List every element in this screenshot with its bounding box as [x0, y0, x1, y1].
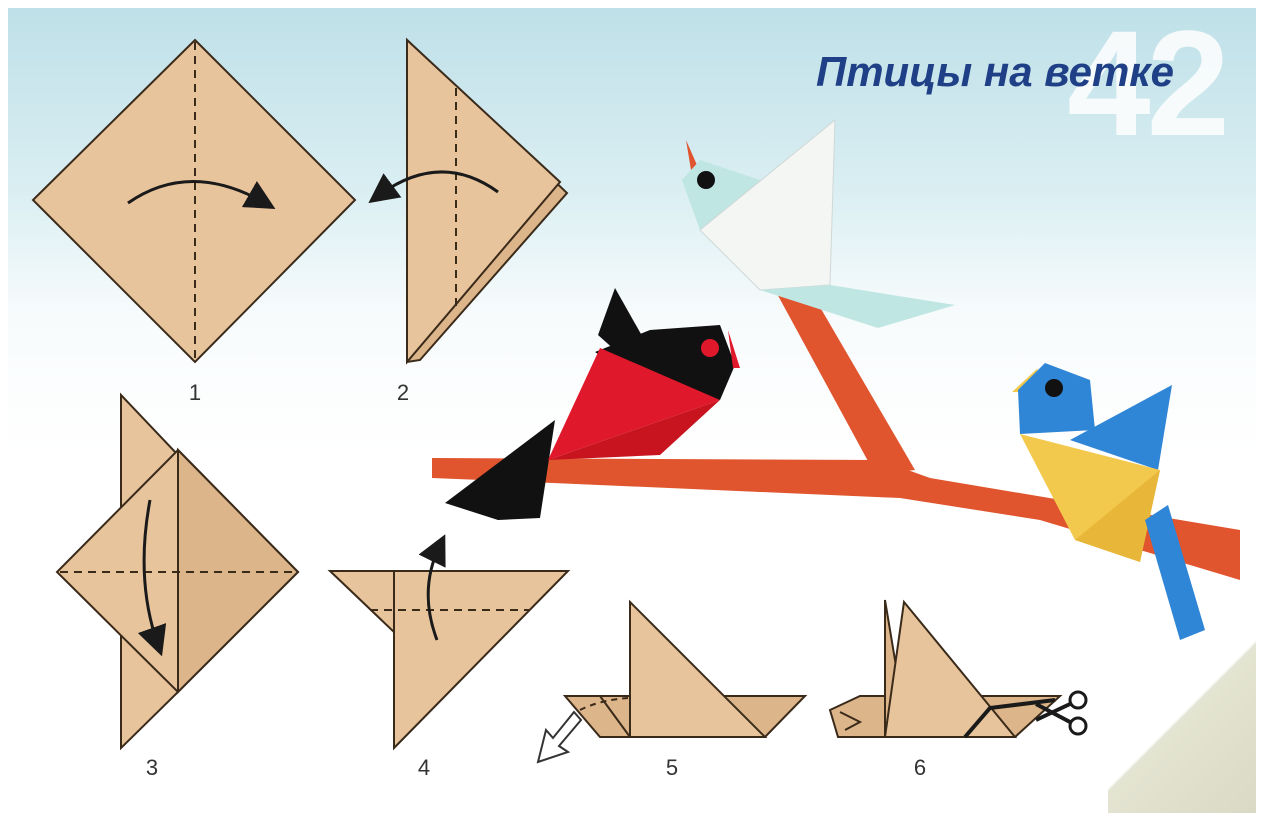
step-4-diagram	[327, 534, 571, 751]
fold-arrow-icon	[137, 499, 167, 657]
fold-arrow-icon	[418, 534, 446, 641]
step-6-diagram	[828, 599, 1088, 739]
step-1-diagram	[31, 38, 357, 364]
mint-bird	[682, 118, 955, 328]
step-5-diagram	[536, 599, 808, 764]
step-label-3: 3	[145, 755, 159, 780]
bullfinch-bird	[445, 288, 740, 520]
step-label-2: 2	[396, 380, 410, 405]
step-label-1: 1	[188, 380, 202, 405]
fold-arrow-icon	[127, 180, 276, 209]
step-label-4: 4	[417, 755, 431, 780]
fold-arrow-icon	[368, 170, 499, 204]
page-number: 42	[1067, 8, 1230, 167]
page-title: Птицы на ветке	[816, 48, 1174, 95]
step-label-6: 6	[913, 755, 927, 780]
scissors-icon	[1035, 690, 1088, 736]
step-3-diagram	[55, 392, 300, 751]
pull-arrow-icon	[536, 710, 583, 764]
blue-bird	[1012, 363, 1205, 640]
step-2-diagram	[368, 37, 569, 365]
page-curl	[1108, 608, 1256, 813]
step-label-5: 5	[665, 755, 679, 780]
